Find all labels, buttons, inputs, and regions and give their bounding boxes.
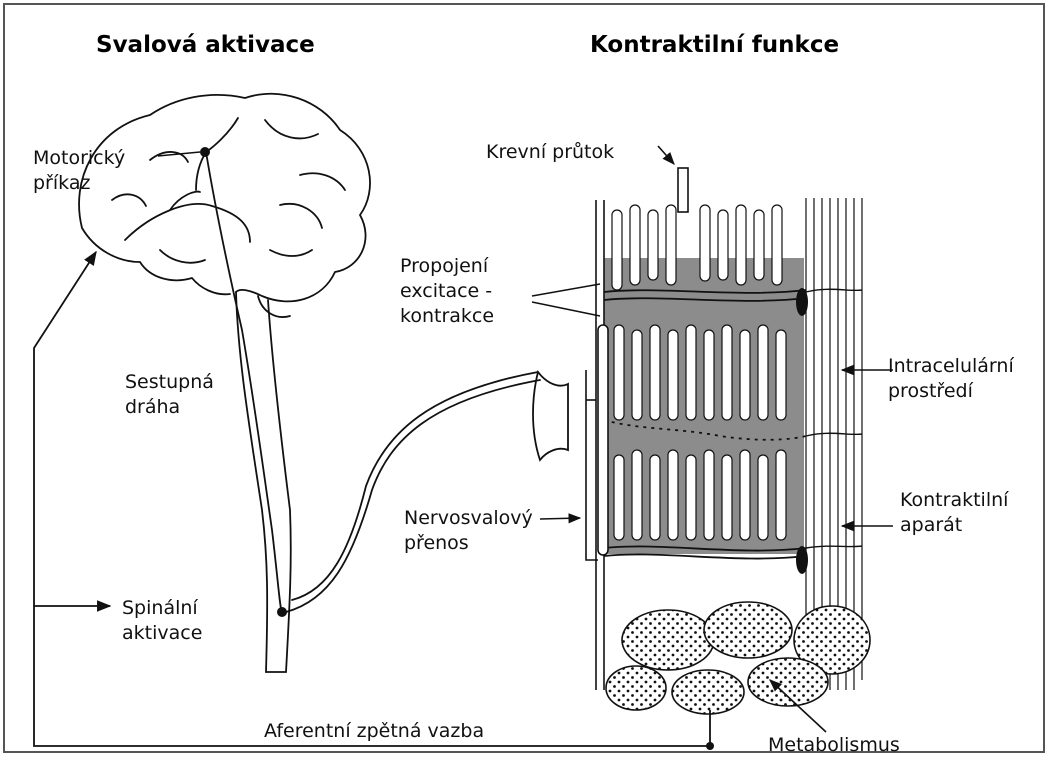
label-ec-coupling: Propojení excitace - kontrakce	[400, 254, 494, 329]
title-contractile-function: Kontraktilní funkce	[590, 32, 839, 58]
label-spinal-activation: Spinální aktivace	[122, 596, 202, 646]
label-descending-path-line2: dráha	[125, 395, 214, 420]
title-muscle-activation: Svalová aktivace	[96, 32, 315, 58]
label-neuromuscular-line2: přenos	[404, 531, 533, 556]
label-metabolism: Metabolismus	[768, 733, 900, 758]
muscle-fiber	[586, 168, 870, 714]
label-blood-flow: Krevní průtok	[486, 140, 614, 165]
label-descending-path: Sestupná dráha	[125, 370, 214, 420]
label-ec-coupling-line1: Propojení	[400, 254, 494, 279]
label-motor-command-line1: Motorický	[33, 146, 125, 171]
label-motor-command-line2: příkaz	[33, 171, 125, 196]
label-contractile-line2: aparát	[900, 513, 1008, 538]
label-afferent-feedback: Aferentní zpětná vazba	[264, 719, 484, 744]
label-neuromuscular-transmission: Nervosvalový přenos	[404, 506, 533, 556]
label-intracellular-environment: Intracelulární prostředí	[888, 354, 1014, 404]
label-contractile-line1: Kontraktilní	[900, 488, 1008, 513]
label-contractile-apparatus: Kontraktilní aparát	[900, 488, 1008, 538]
label-motor-command: Motorický příkaz	[33, 146, 125, 196]
label-descending-path-line1: Sestupná	[125, 370, 214, 395]
label-ec-coupling-line3: kontrakce	[400, 304, 494, 329]
label-ec-coupling-line2: excitace -	[400, 279, 494, 304]
label-intracellular-line1: Intracelulární	[888, 354, 1014, 379]
brain-drawing	[79, 94, 370, 317]
label-spinal-activation-line2: aktivace	[122, 621, 202, 646]
feedback-junction-dot	[706, 742, 714, 750]
label-neuromuscular-line1: Nervosvalový	[404, 506, 533, 531]
label-spinal-activation-line1: Spinální	[122, 596, 202, 621]
label-intracellular-line2: prostředí	[888, 379, 1014, 404]
motor-nerve	[286, 372, 568, 612]
motor-command-dot	[200, 147, 210, 157]
